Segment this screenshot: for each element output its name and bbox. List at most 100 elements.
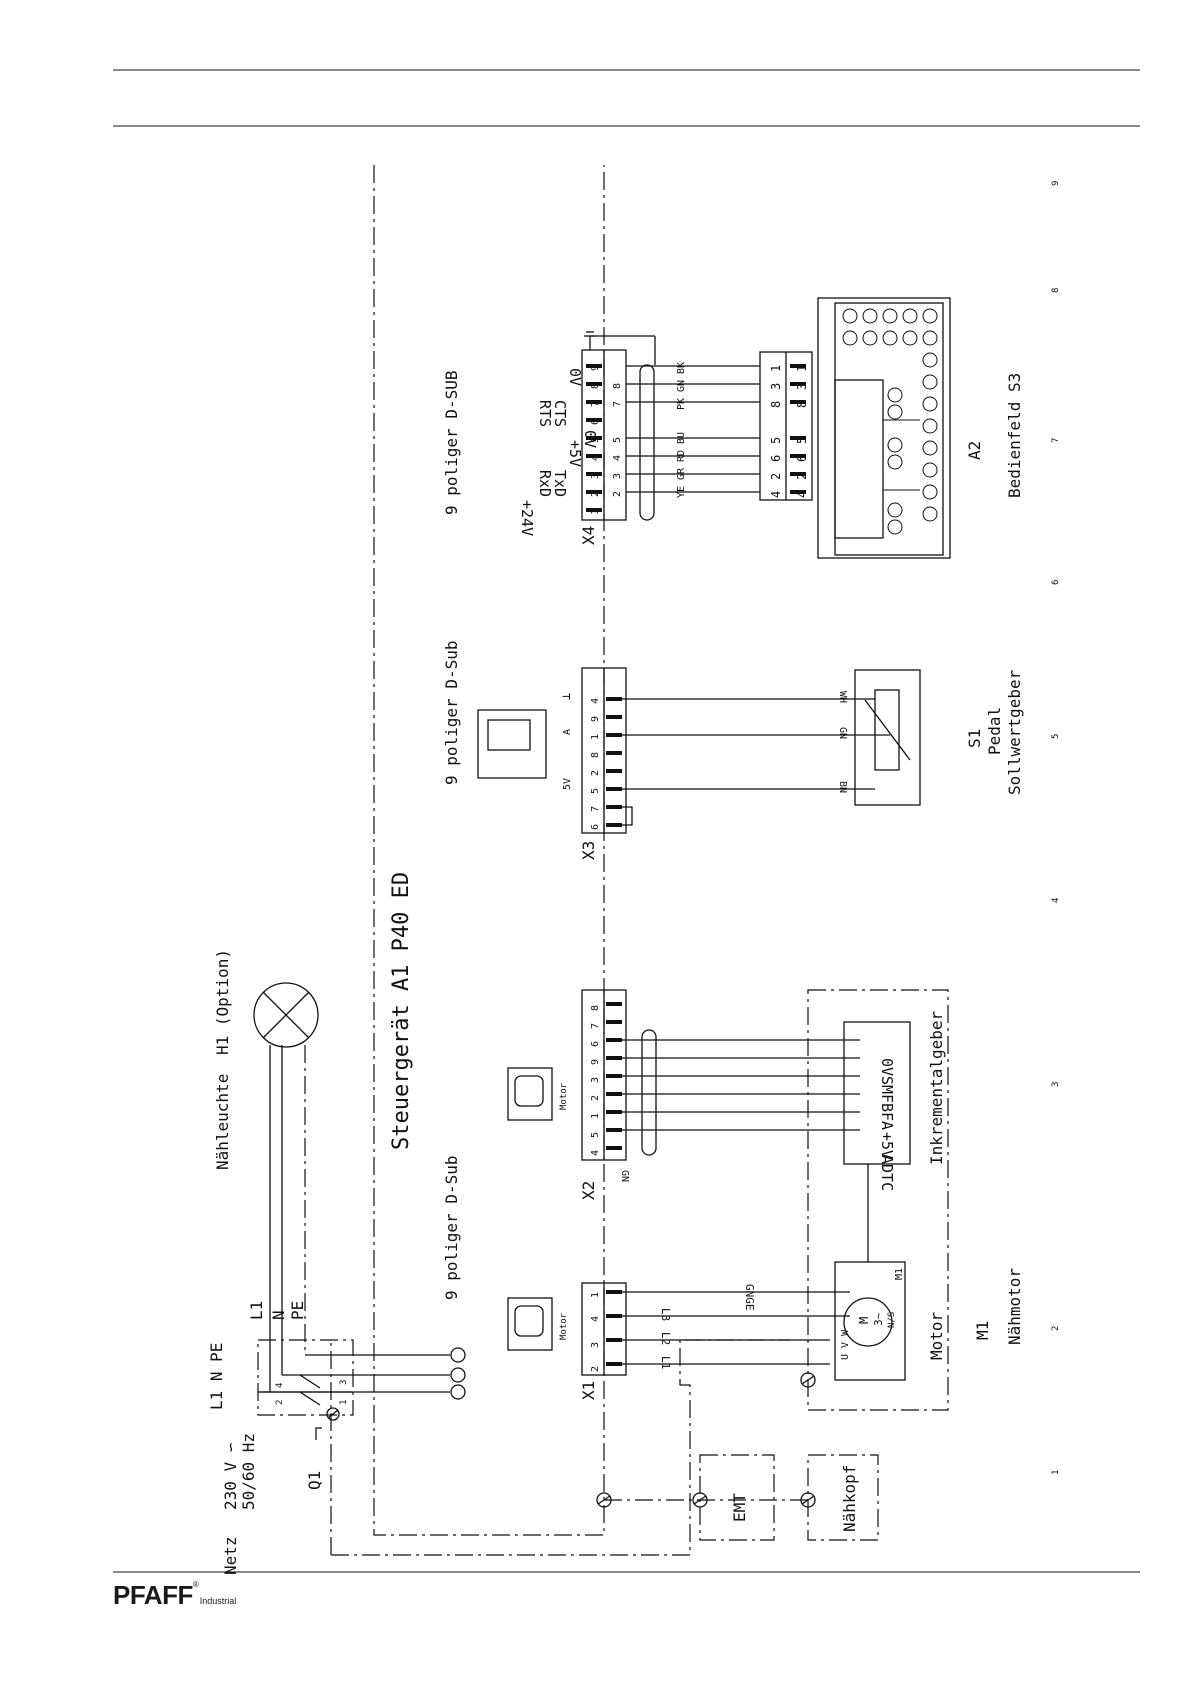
panel-key-16 xyxy=(922,462,938,478)
pedal-box xyxy=(854,669,921,806)
grid-column-9: 9 xyxy=(1051,181,1061,186)
x2-gn-label: GN xyxy=(619,1170,630,1182)
panel-key-15 xyxy=(922,440,938,456)
operating-panel: A2 Bedienfeld S3 xyxy=(817,297,1024,559)
x3-pedal-icon xyxy=(477,709,547,779)
q1-terminal-3: 3 xyxy=(339,1380,349,1385)
grid-column-3: 3 xyxy=(1051,1082,1061,1087)
x3-connector: 9 poliger D-Sub 5V A ⊥ X3 6 7 5 2 8 1 9 … xyxy=(442,641,890,860)
x4-signal-cts: CTS xyxy=(551,400,569,427)
panel-key-17 xyxy=(922,484,938,500)
x2-pin-3: 3 xyxy=(590,1077,601,1083)
grid-column-2: 2 xyxy=(1051,1326,1061,1331)
x2-motor-icon-label: Motor xyxy=(559,1082,569,1110)
naehkopf-label: Nähkopf xyxy=(840,1465,859,1532)
wire-bk-label: BK xyxy=(676,362,687,374)
encoder-box xyxy=(843,1021,911,1165)
lamp-symbol xyxy=(253,982,319,1048)
x2-label: X2 xyxy=(579,1181,598,1200)
x4-inner-pin-7: 7 xyxy=(612,401,623,407)
a2-pin-bottom-8: 8 xyxy=(795,401,809,408)
wire-rd-label: RD xyxy=(676,450,687,462)
panel-display xyxy=(834,379,884,539)
x1-dsub-label: 9 poliger D-Sub xyxy=(442,1156,461,1301)
panel-key-7 xyxy=(862,330,878,346)
x2-motor-icon xyxy=(507,1067,553,1121)
grid-column-6: 6 xyxy=(1051,580,1061,585)
wire-l2-label: L2 xyxy=(659,1332,672,1345)
emt-label: EMT xyxy=(730,1493,749,1522)
panel-key-13 xyxy=(922,396,938,412)
x1-pin-2: 2 xyxy=(590,1366,601,1372)
x3-label: X3 xyxy=(579,841,598,860)
x4-label: X4 xyxy=(579,526,598,545)
x4-signal-rts: RTS xyxy=(536,400,554,427)
wire-pk-label: PK xyxy=(676,398,687,410)
x4-signal-txd: TxD xyxy=(551,470,569,497)
q1-terminal-2: 2 xyxy=(275,1400,285,1405)
lamp-section: Nähleuchte H1 (Option) L1 N PE xyxy=(213,949,319,1392)
encoder-signal-sm: SM xyxy=(878,1076,896,1094)
x4-inner-pin-4: 4 xyxy=(612,455,623,461)
x2-pin-labels: 4 5 1 2 3 9 6 7 8 xyxy=(590,1005,601,1156)
controller-label: Steuergerät A1 P40 ED xyxy=(389,872,414,1150)
mains-lines-label: L1 N PE xyxy=(207,1343,226,1410)
x3-pin-7: 7 xyxy=(590,806,601,812)
a2-pin-top-8: 8 xyxy=(769,401,783,408)
controller-boundary xyxy=(373,165,605,1536)
x4-inner-pin-8: 8 xyxy=(612,383,623,389)
wire-bu-label: BU xyxy=(676,432,687,444)
encoder-section: ADTC +5V FA FB SM 0V Inkrementalgeber xyxy=(843,1011,946,1262)
x3-pin-5: 5 xyxy=(590,788,601,794)
x3-pin-4: 4 xyxy=(590,698,601,704)
encoder-signal-fb: FB xyxy=(878,1094,896,1112)
grid-column-numbers: 1 2 3 4 5 6 7 8 9 xyxy=(1051,181,1061,1475)
motor-m-label: M xyxy=(857,1317,871,1324)
x2-connector: Motor X2 4 5 1 2 3 9 6 7 8 GN xyxy=(507,989,860,1200)
x3-pin-9: 9 xyxy=(590,716,601,722)
grid-column-4: 4 xyxy=(1051,898,1061,903)
wire-gn-x4-label: GN xyxy=(676,380,687,392)
x1-pin-3: 3 xyxy=(590,1342,601,1348)
panel-key-14 xyxy=(922,418,938,434)
wire-wh-label: WH xyxy=(837,691,848,703)
q1-label: Q1 xyxy=(305,1471,324,1490)
a2-pin-top-3: 3 xyxy=(769,383,783,390)
a2-pin-bottom-5: 5 xyxy=(795,437,809,444)
sollwertgeber-label: Sollwertgeber xyxy=(1005,669,1024,795)
a2-pin-bottom-3: 3 xyxy=(795,383,809,390)
n-label: N xyxy=(269,1310,288,1320)
mains-section: Netz 230 V ∽ 50/60 Hz Q1 L1 N PE 2 4 1 3 xyxy=(207,1339,466,1575)
x3-pin-6: 6 xyxy=(590,824,601,830)
netz-label: Netz xyxy=(221,1536,240,1575)
x1-label: X1 xyxy=(579,1381,598,1400)
panel-key-6 xyxy=(842,330,858,346)
a2-pin-top-5: 5 xyxy=(769,437,783,444)
logo-registered: ® xyxy=(192,1580,199,1589)
x3-gnd-label: ⊥ xyxy=(559,693,573,700)
motor-3-label: 3∼ xyxy=(872,1312,885,1326)
x4-connector: 9 poliger D-SUB +24V RxD TxD +5V 0V RTS … xyxy=(442,331,760,545)
pedal-label: Pedal xyxy=(985,707,1004,755)
freq-label: 50/60 Hz xyxy=(239,1433,258,1510)
motor-m1: M 3∼ N/S U V W M1 Motor M1 Nähmotor xyxy=(834,1261,1024,1381)
q1-terminal-1: 1 xyxy=(339,1400,349,1405)
naehkopf-box xyxy=(807,1454,879,1541)
wire-bn-label: BN xyxy=(837,781,848,793)
a2-pin-top-4: 4 xyxy=(769,491,783,498)
panel-key-4 xyxy=(902,308,918,324)
a2-pin-bottom-2: 2 xyxy=(795,473,809,480)
grid-column-5: 5 xyxy=(1051,734,1061,739)
naehmotor-label: Nähmotor xyxy=(1005,1268,1024,1345)
x4-inner-pin-5: 5 xyxy=(612,437,623,443)
pe-terminal-q1 xyxy=(326,1407,340,1421)
logo-main-text: PFAFF xyxy=(113,1580,193,1610)
wire-gr-label: GR xyxy=(676,467,687,480)
pe-label: PE xyxy=(288,1301,307,1320)
a2-pin-top-1: 1 xyxy=(769,365,783,372)
l1-label: L1 xyxy=(247,1301,266,1320)
x2-pin-2: 2 xyxy=(590,1095,601,1101)
x4-signal-0v-b: 0V xyxy=(566,368,584,386)
panel-key-12 xyxy=(922,374,938,390)
